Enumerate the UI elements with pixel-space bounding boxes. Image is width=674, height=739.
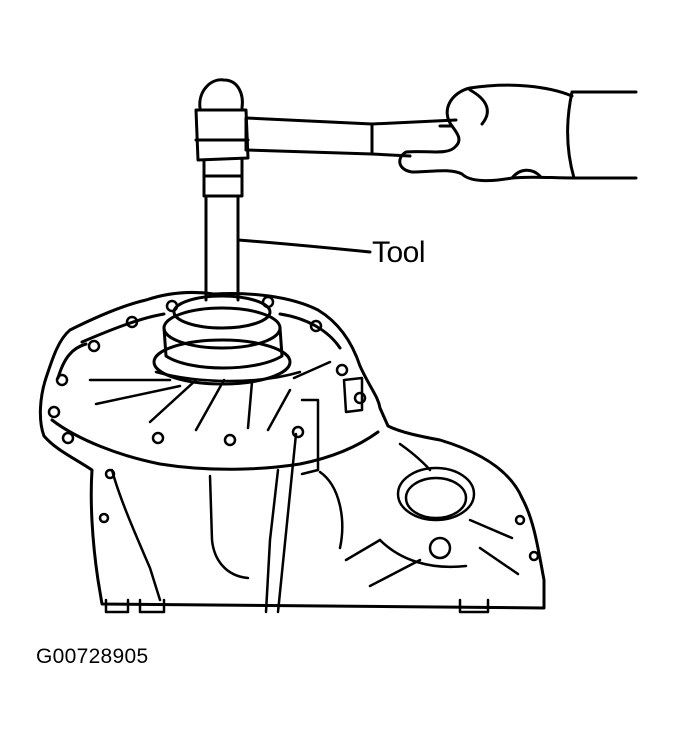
differential-housing [344,442,520,588]
transmission-case-flange [38,290,546,610]
tool-leader-line [236,238,372,254]
bearing-race [152,294,292,386]
hand-icon [398,83,638,183]
hammer-icon [194,78,458,162]
figure-code: G00728905 [36,645,149,668]
tool-label: Tool [372,236,426,269]
case-body [104,376,490,614]
case-ribs [88,360,332,432]
bolt-holes [47,295,540,562]
drift-tool-icon [202,158,244,302]
